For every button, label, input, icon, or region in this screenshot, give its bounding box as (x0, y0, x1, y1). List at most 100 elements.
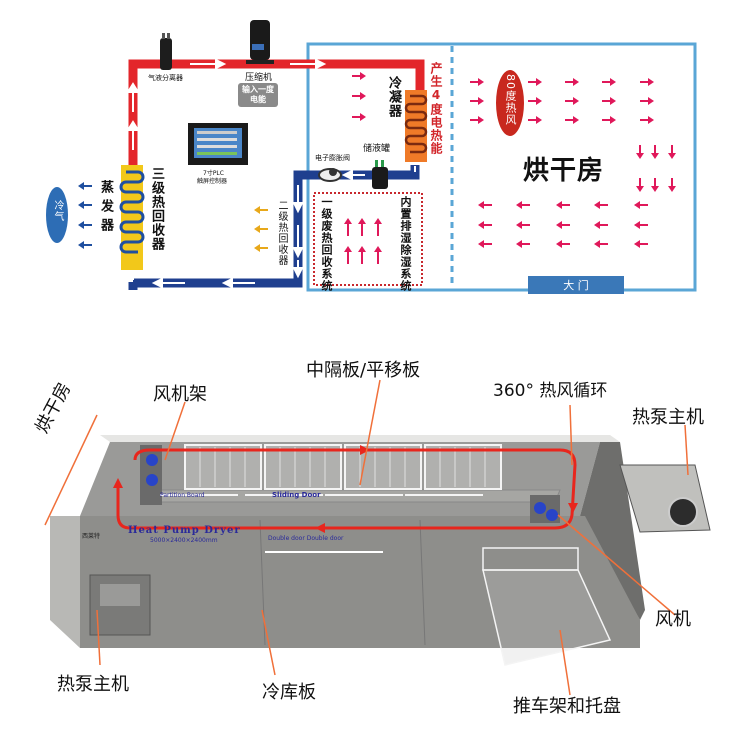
hot-air-arrow-icon (640, 116, 654, 124)
label-expansion-valve: 电子膨胀阀 (315, 154, 350, 162)
return-air-arrow-icon (556, 221, 570, 229)
tray-rack (264, 444, 342, 490)
label-dehumidify: 内置排湿除湿系统 (399, 196, 412, 292)
condenser-intake-arrow-icon (352, 72, 366, 80)
hot-air-arrow-icon (470, 78, 484, 86)
return-air-arrow-icon (594, 221, 608, 229)
label-evaporator: 蒸发器 (98, 180, 113, 237)
return-air-arrow-icon (634, 201, 648, 209)
hot-air-badge (496, 70, 524, 136)
compressor-icon (246, 20, 274, 64)
hot-air-circulation-path (116, 448, 577, 530)
callout-line (261, 609, 276, 676)
label-heat-pump-right: 热泵主机 (632, 407, 704, 428)
label-partition: 中隔板/平移板 (306, 360, 421, 381)
door-badge-bg (528, 276, 624, 294)
circulation-arrow-icon (360, 445, 370, 455)
label-cold-air: 冷气 (52, 200, 63, 222)
return-air-arrow-icon (634, 221, 648, 229)
tray-rack (160, 494, 238, 496)
circulation-arrow-icon (568, 503, 578, 513)
hot-air-arrow-icon (528, 116, 542, 124)
circulation-arrow-icon (315, 523, 325, 533)
tray-rack (184, 444, 262, 490)
callout-line (559, 629, 571, 696)
hot-air-arrow-icon (651, 178, 659, 192)
label-heat-pump-left: 热泵主机 (57, 674, 129, 695)
callout-line (96, 609, 101, 666)
label-stage2-recovery: 二级热回收器 (276, 200, 287, 266)
drying-room-dimension-line (44, 414, 98, 526)
hot-air-arrow-icon (651, 145, 659, 159)
stage2-arrow-icon (254, 206, 268, 214)
cold-air-arrow-icon (78, 182, 92, 190)
stage2-arrow-icon (254, 244, 268, 252)
label-gas-liquid-separator: 气液分离器 (148, 74, 183, 82)
exhaust-up-arrow-icon (358, 218, 366, 236)
dryer-3d-illustration: 西莱特 Heat Pump Dryer 5000×2400×2400mm Dou… (0, 320, 750, 750)
bottom-overlay-layer (96, 379, 689, 696)
hot-air-arrow-icon (640, 97, 654, 105)
hot-air-arrow-icon (528, 97, 542, 105)
hot-pipe-arrows (126, 58, 327, 150)
stage1-dehumidify-box (313, 192, 423, 286)
hot-pipe (128, 59, 425, 165)
stage2-arrow-icon (254, 225, 268, 233)
compressor-badge-bg (238, 83, 278, 107)
cold-air-arrow-icon (78, 221, 92, 229)
hot-air-arrow-icon (668, 178, 676, 192)
plc-controller-icon (188, 123, 248, 165)
hot-air-arrow-icon (602, 116, 616, 124)
callout-line (164, 401, 186, 461)
return-air-arrow-icon (516, 240, 530, 248)
hot-air-arrow-icon (565, 78, 579, 86)
hot-air-arrow-icon (565, 97, 579, 105)
callout-line (557, 514, 676, 616)
condenser-intake-arrow-icon (352, 92, 366, 100)
air-arrows-layer (78, 72, 676, 264)
partition-board-label: Partition Board (160, 492, 205, 499)
callout-line (569, 404, 573, 466)
hot-air-arrow-icon (640, 78, 654, 86)
label-condenser: 冷凝器 (386, 76, 401, 118)
receiver-tank-icon (372, 160, 388, 189)
return-air-arrow-icon (634, 240, 648, 248)
return-air-arrow-icon (556, 240, 570, 248)
dryer-front-panel (65, 516, 640, 648)
return-air-arrow-icon (594, 201, 608, 209)
return-air-arrow-icon (478, 221, 492, 229)
exhaust-up-arrow-icon (344, 218, 352, 236)
exhaust-up-arrow-icon (344, 246, 352, 264)
flow-diagram-graphics (46, 20, 697, 294)
hot-air-arrow-icon (636, 145, 644, 159)
hot-air-arrow-icon (668, 145, 676, 159)
exhaust-up-arrow-icon (358, 246, 366, 264)
return-air-arrow-icon (516, 221, 530, 229)
return-air-arrow-icon (516, 201, 530, 209)
label-cart-and-trays: 推车架和托盘 (513, 696, 621, 717)
dimensions-label: 5000×2400×2400mm (150, 537, 218, 544)
label-condenser-output: 产生4度电热能 (429, 62, 443, 155)
label-compressor-badge: 输入一度电能 (242, 85, 274, 104)
hot-air-arrow-icon (470, 116, 484, 124)
label-drying-room: 烘干房 (523, 156, 605, 186)
label-stage3-recovery: 三级热回收器 (149, 167, 164, 251)
cold-air-arrow-icon (78, 241, 92, 249)
heat-pump-flow-diagram: 气液分离器 压缩机 输入一度电能 冷凝器 产生4度电热能 储液罐 电子膨胀阀 7… (0, 0, 750, 320)
tray-rack (405, 494, 483, 496)
return-air-arrow-icon (556, 201, 570, 209)
cold-air-badge (46, 187, 68, 243)
label-plc-line2: 触屏控制器 (197, 178, 228, 185)
label-plc-line1: 7寸PLC (203, 170, 224, 177)
callout-line (684, 424, 689, 476)
expansion-valve-icon (318, 168, 342, 182)
hot-air-arrow-icon (528, 78, 542, 86)
circulation-arrow-icon (113, 478, 123, 488)
hot-air-arrow-icon (602, 97, 616, 105)
heat-pump-right-fan (668, 497, 698, 527)
dryer-3d-graphics (44, 414, 711, 666)
label-stage1-recovery: 一级废热回收系统 (320, 196, 333, 292)
label-cold-storage-panel: 冷库板 (262, 682, 316, 703)
tray-rack (325, 494, 403, 496)
return-air-arrow-icon (478, 240, 492, 248)
